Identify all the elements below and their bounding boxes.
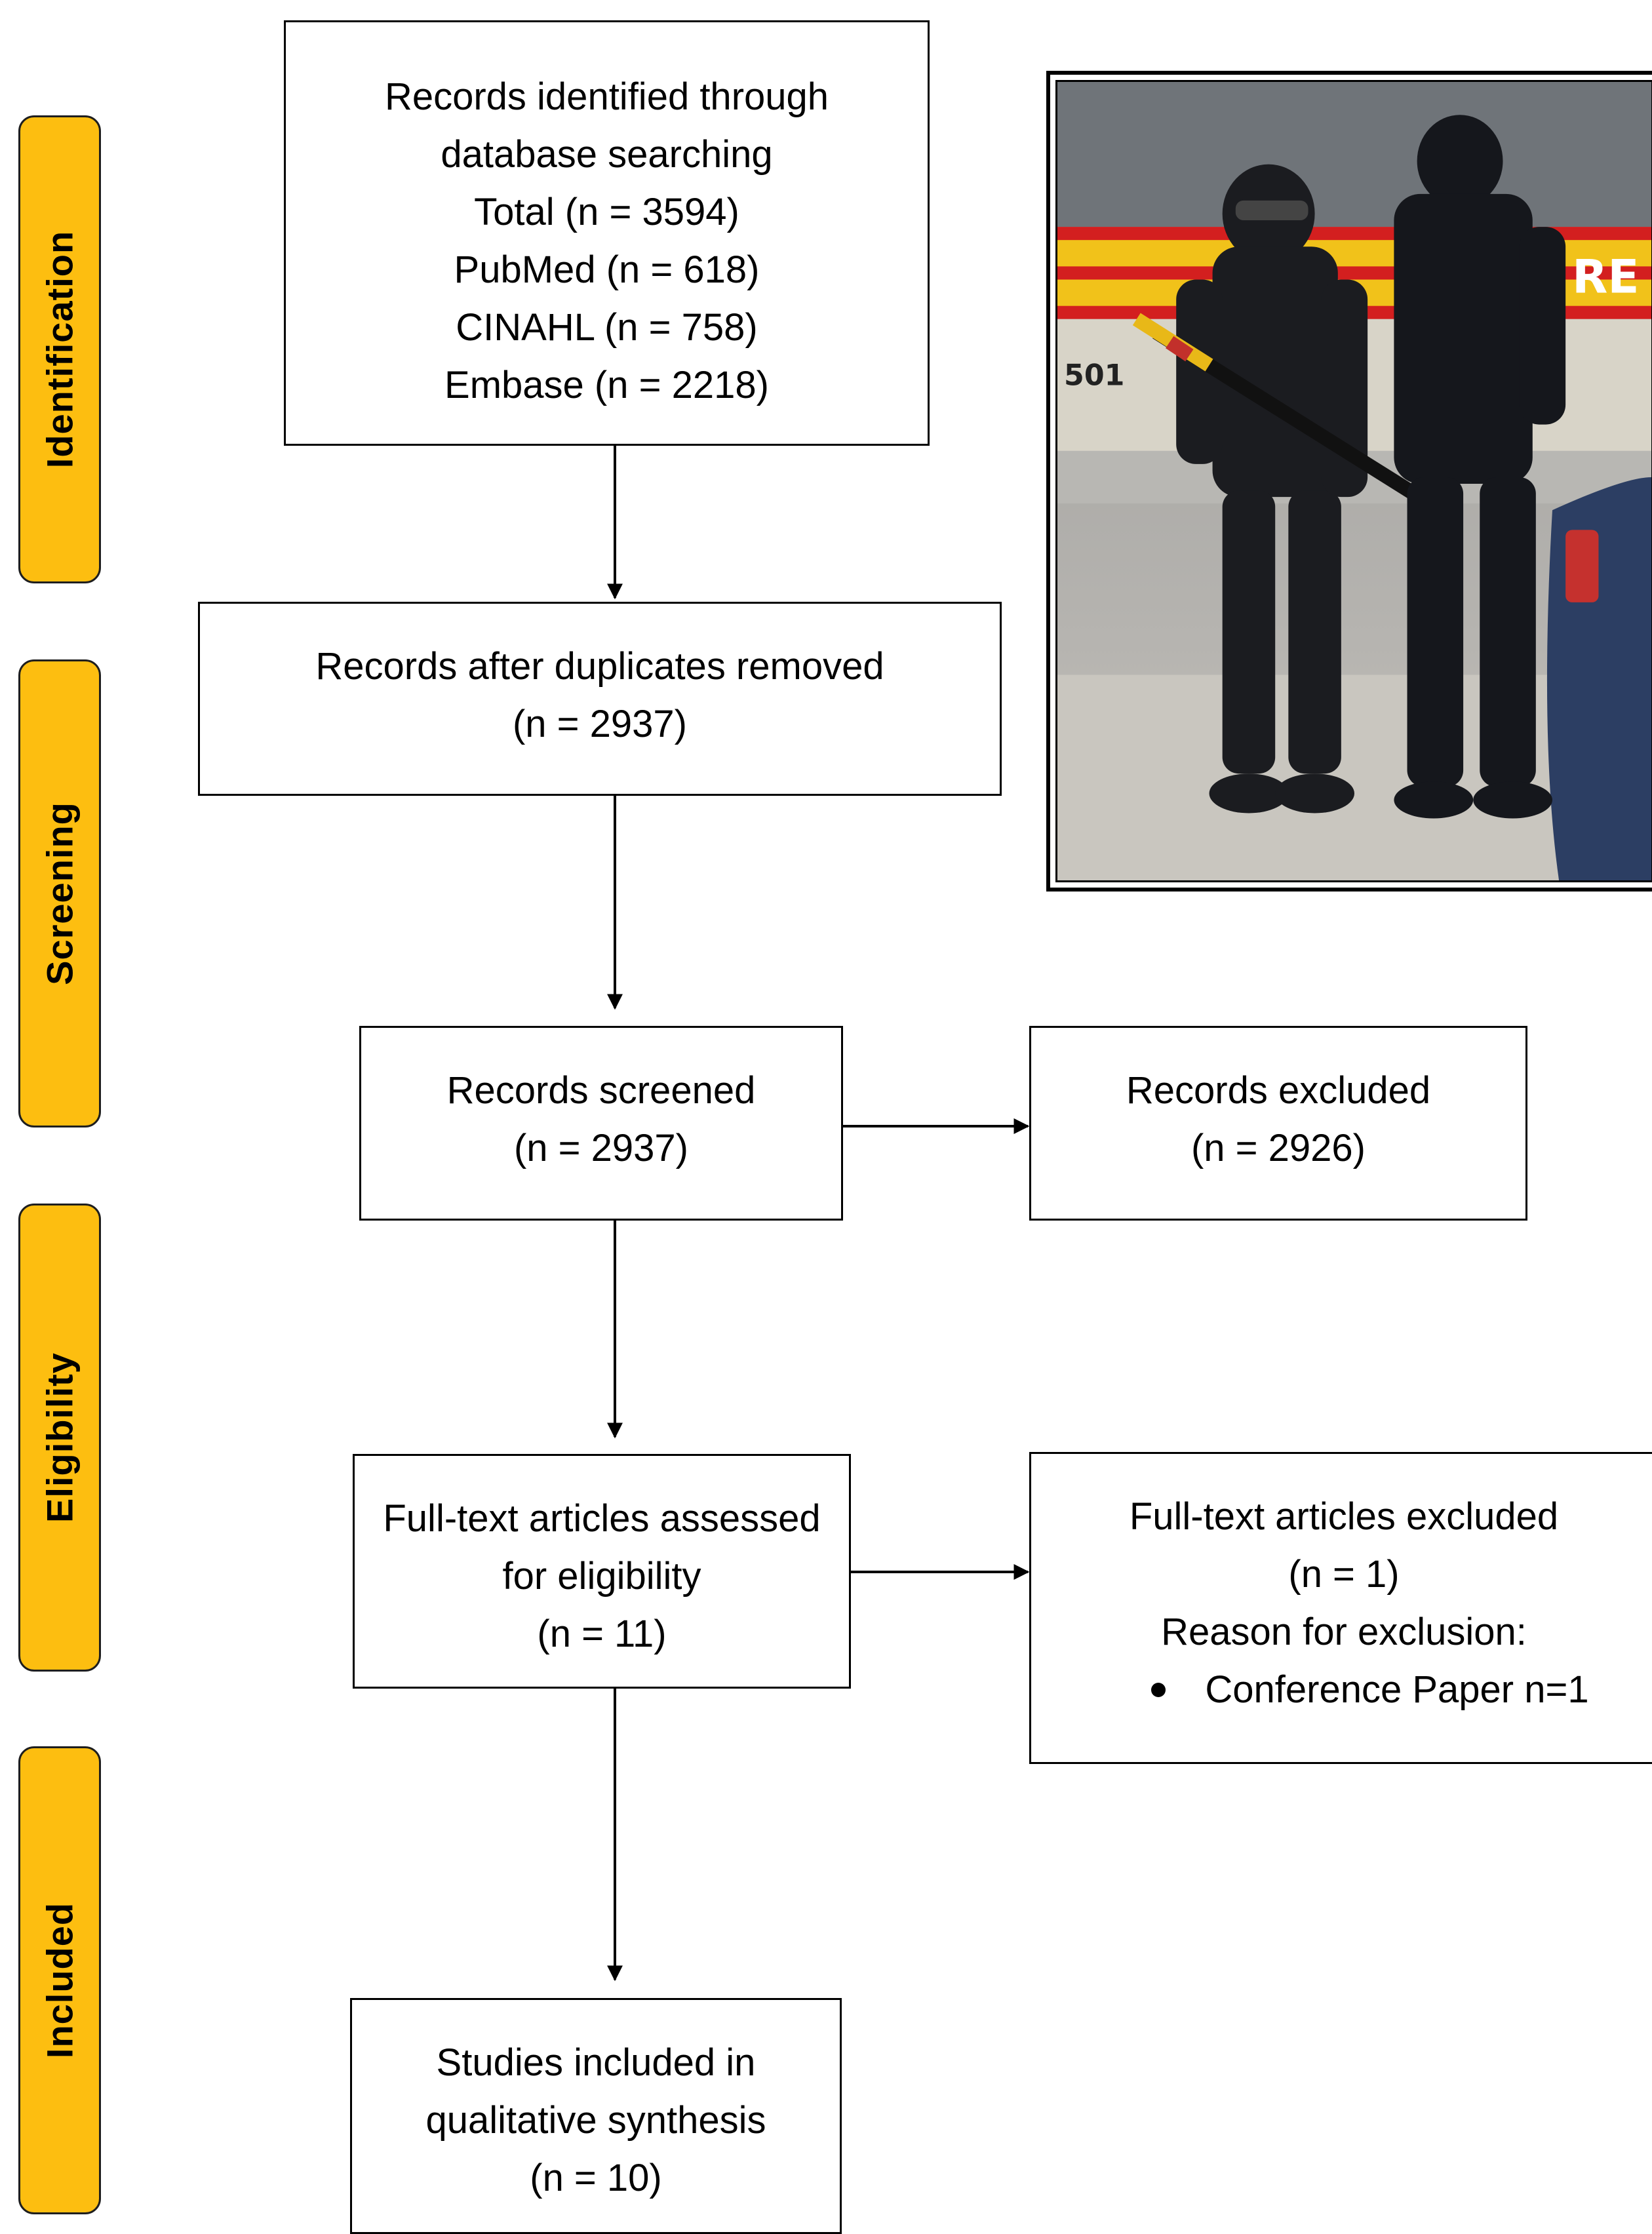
tactical-police-illustration: RE 501 bbox=[1057, 82, 1651, 880]
box-text: Reason for exclusion: bbox=[1161, 1611, 1527, 1653]
box-records-identified: Records identified through database sear… bbox=[284, 20, 930, 446]
box-text: (n = 2926) bbox=[1190, 1127, 1366, 1169]
box-text: (n = 11) bbox=[537, 1613, 667, 1655]
box-duplicates-removed: Records after duplicates removed (n = 29… bbox=[198, 602, 1002, 796]
box-text: Records after duplicates removed bbox=[315, 645, 884, 688]
box-fulltext-excluded: Full-text articles excluded (n = 1) Reas… bbox=[1029, 1452, 1652, 1764]
box-text: Records excluded bbox=[1126, 1069, 1431, 1112]
tactical-police-photo: RE 501 bbox=[1046, 71, 1652, 892]
box-text: Records identified through bbox=[384, 75, 829, 118]
box-records-excluded: Records excluded (n = 2926) bbox=[1029, 1026, 1527, 1221]
stage-eligibility: Eligibility bbox=[18, 1204, 101, 1672]
stage-screening: Screening bbox=[18, 659, 101, 1127]
box-text: Records screened bbox=[446, 1069, 756, 1112]
box-text: qualitative synthesis bbox=[425, 2099, 766, 2142]
box-text: PubMed (n = 618) bbox=[454, 248, 760, 291]
plate-lettering: 501 bbox=[1064, 359, 1124, 392]
exclusion-reason-item: Conference Paper n=1 bbox=[1151, 1661, 1589, 1719]
box-text: (n = 1) bbox=[1288, 1553, 1400, 1596]
box-text: (n = 2937) bbox=[513, 1127, 688, 1169]
box-text: Total (n = 3594) bbox=[474, 191, 739, 233]
stage-identification: Identification bbox=[18, 115, 101, 583]
box-text: Embase (n = 2218) bbox=[444, 364, 769, 406]
box-text: Studies included in bbox=[436, 2041, 756, 2084]
bullet-icon bbox=[1151, 1683, 1166, 1697]
box-text: database searching bbox=[441, 133, 773, 176]
box-text: Full-text articles excluded bbox=[1129, 1495, 1559, 1538]
box-text: for eligibility bbox=[502, 1555, 701, 1597]
box-text: (n = 10) bbox=[530, 2157, 662, 2199]
box-text: CINAHL (n = 758) bbox=[456, 306, 758, 349]
stage-included: Included bbox=[18, 1746, 101, 2214]
box-records-screened: Records screened (n = 2937) bbox=[359, 1026, 843, 1221]
exclusion-reason-text: Conference Paper n=1 bbox=[1205, 1668, 1589, 1711]
box-fulltext-assessed: Full-text articles assessed for eligibil… bbox=[353, 1454, 851, 1689]
box-studies-included: Studies included in qualitative synthesi… bbox=[350, 1998, 842, 2234]
vehicle-lettering: RE bbox=[1572, 250, 1639, 304]
box-text: (n = 2937) bbox=[512, 703, 687, 745]
box-text: Full-text articles assessed bbox=[383, 1497, 821, 1540]
